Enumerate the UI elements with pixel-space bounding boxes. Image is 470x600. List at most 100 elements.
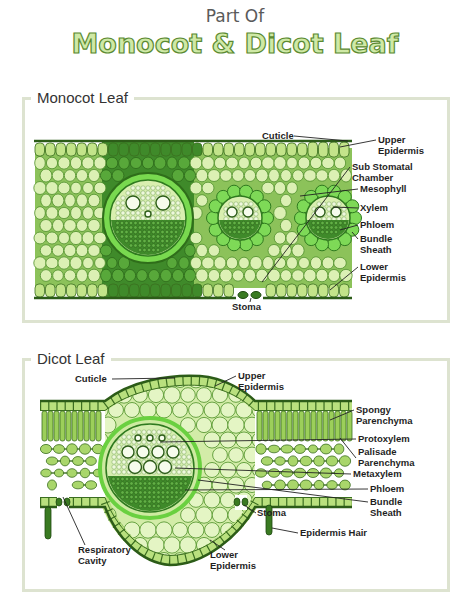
epidermis-cell [287,143,297,156]
part-label: Cuticle [262,131,322,142]
phloem-cell [134,500,138,504]
mesophyll-cell [34,257,46,270]
xylem-cell [131,216,135,220]
epidermis-cell [340,284,350,297]
phloem-cell [330,230,334,234]
epidermis-cell [140,284,150,297]
mesophyll-cell [298,157,310,169]
spongy-cell [85,481,96,490]
page-title: Monocot & Dicot Leaf [0,28,470,60]
phloem-cell [121,491,125,495]
spongy-cell [275,480,286,490]
phloem-cell [321,226,325,230]
xylem-vessel [147,435,153,441]
mesophyll-cell [64,170,75,182]
parenchyma-cell [236,432,252,448]
xylem-cell [112,470,116,474]
xylem-cell [172,470,176,474]
guard-cell [242,498,248,506]
mesophyll-cell [250,256,262,269]
phloem-cell [152,482,156,486]
palisade-cell [72,411,77,441]
part-label: Lower Epidermis [210,550,266,571]
xylem-cell [116,211,120,215]
phloem-cell [316,230,320,234]
xylem-cell [342,212,346,216]
phloem-cell [170,495,174,499]
phloem-cell [130,495,134,499]
phloem-cell [316,221,320,225]
mesophyll-cell [239,157,250,169]
spongy-cell [72,481,84,489]
phloem-cell [156,230,160,234]
epidermis-cell [88,284,98,297]
xylem-cell [141,196,145,200]
phloem-cell [120,226,124,230]
title-kicker: Part Of [0,6,470,26]
parenchyma-cell [196,417,211,432]
phloem-cell [170,226,174,230]
cuticle-line [34,297,352,300]
mesophyll-cell [46,181,58,194]
xylem-vessel [331,207,341,217]
xylem-cell [254,212,258,216]
parenchyma-cell [228,417,245,434]
mesophyll-cell [71,182,82,194]
phloem-cell [143,500,147,504]
phloem-cell [148,495,152,499]
xylem-cell [122,470,126,474]
phloem-cell [157,495,161,499]
phloem-cell [152,244,156,248]
phloem-cell [134,239,138,243]
phloem-cell [166,495,170,499]
epidermis-cell [151,143,161,156]
phloem-cell [161,226,165,230]
xylem-cell [117,470,121,474]
palisade-cell [311,411,316,441]
xylem-cell [182,460,186,464]
phloem-cell [242,221,246,225]
part-label: Upper Epidermis [238,371,294,392]
phloem-cell [170,482,174,486]
mesophyll-cell [340,269,352,281]
phloem-cell [138,235,142,239]
phloem-cell [165,221,169,225]
phloem-cell [152,504,156,508]
epidermis-cell [245,143,255,156]
epidermis-cell [277,143,287,156]
phloem-cell [112,477,116,481]
phloem-cell [143,230,147,234]
xylem-cell [142,430,146,434]
leader-lines [63,136,376,550]
phloem-cell [143,477,147,481]
phloem-cell [156,221,160,225]
mesophyll-cell [71,206,82,219]
xylem-cell [176,201,180,205]
spongy-cell [73,457,84,466]
xylem-cell [229,202,233,206]
xylem-cell [136,186,140,190]
phloem-cell [139,495,143,499]
mesophyll-cell [76,169,87,181]
mesophyll-cell [226,157,238,169]
xylem-cell [187,460,191,464]
mesophyll-cell [40,169,52,182]
mesophyll-cell [190,257,201,269]
phloem-cell [156,244,160,248]
parenchyma-cell [156,402,172,418]
phloem-cell [147,239,151,243]
mesophyll-cell [65,194,76,207]
sclerenchyma-cell [100,245,112,256]
phloem-cell [224,221,228,225]
monocot-cells [34,142,362,297]
parenchyma-cell [164,387,180,403]
epidermis-cell [98,284,108,297]
phloem-cell [152,239,156,243]
xylem-cell [136,211,140,215]
phloem-cell [228,226,232,230]
epidermis-cell [193,284,203,297]
mesophyll-cell [196,169,208,182]
phloem-cell [161,244,165,248]
part-label: Upper Epidermis [378,135,434,156]
phloem-cell [161,477,165,481]
